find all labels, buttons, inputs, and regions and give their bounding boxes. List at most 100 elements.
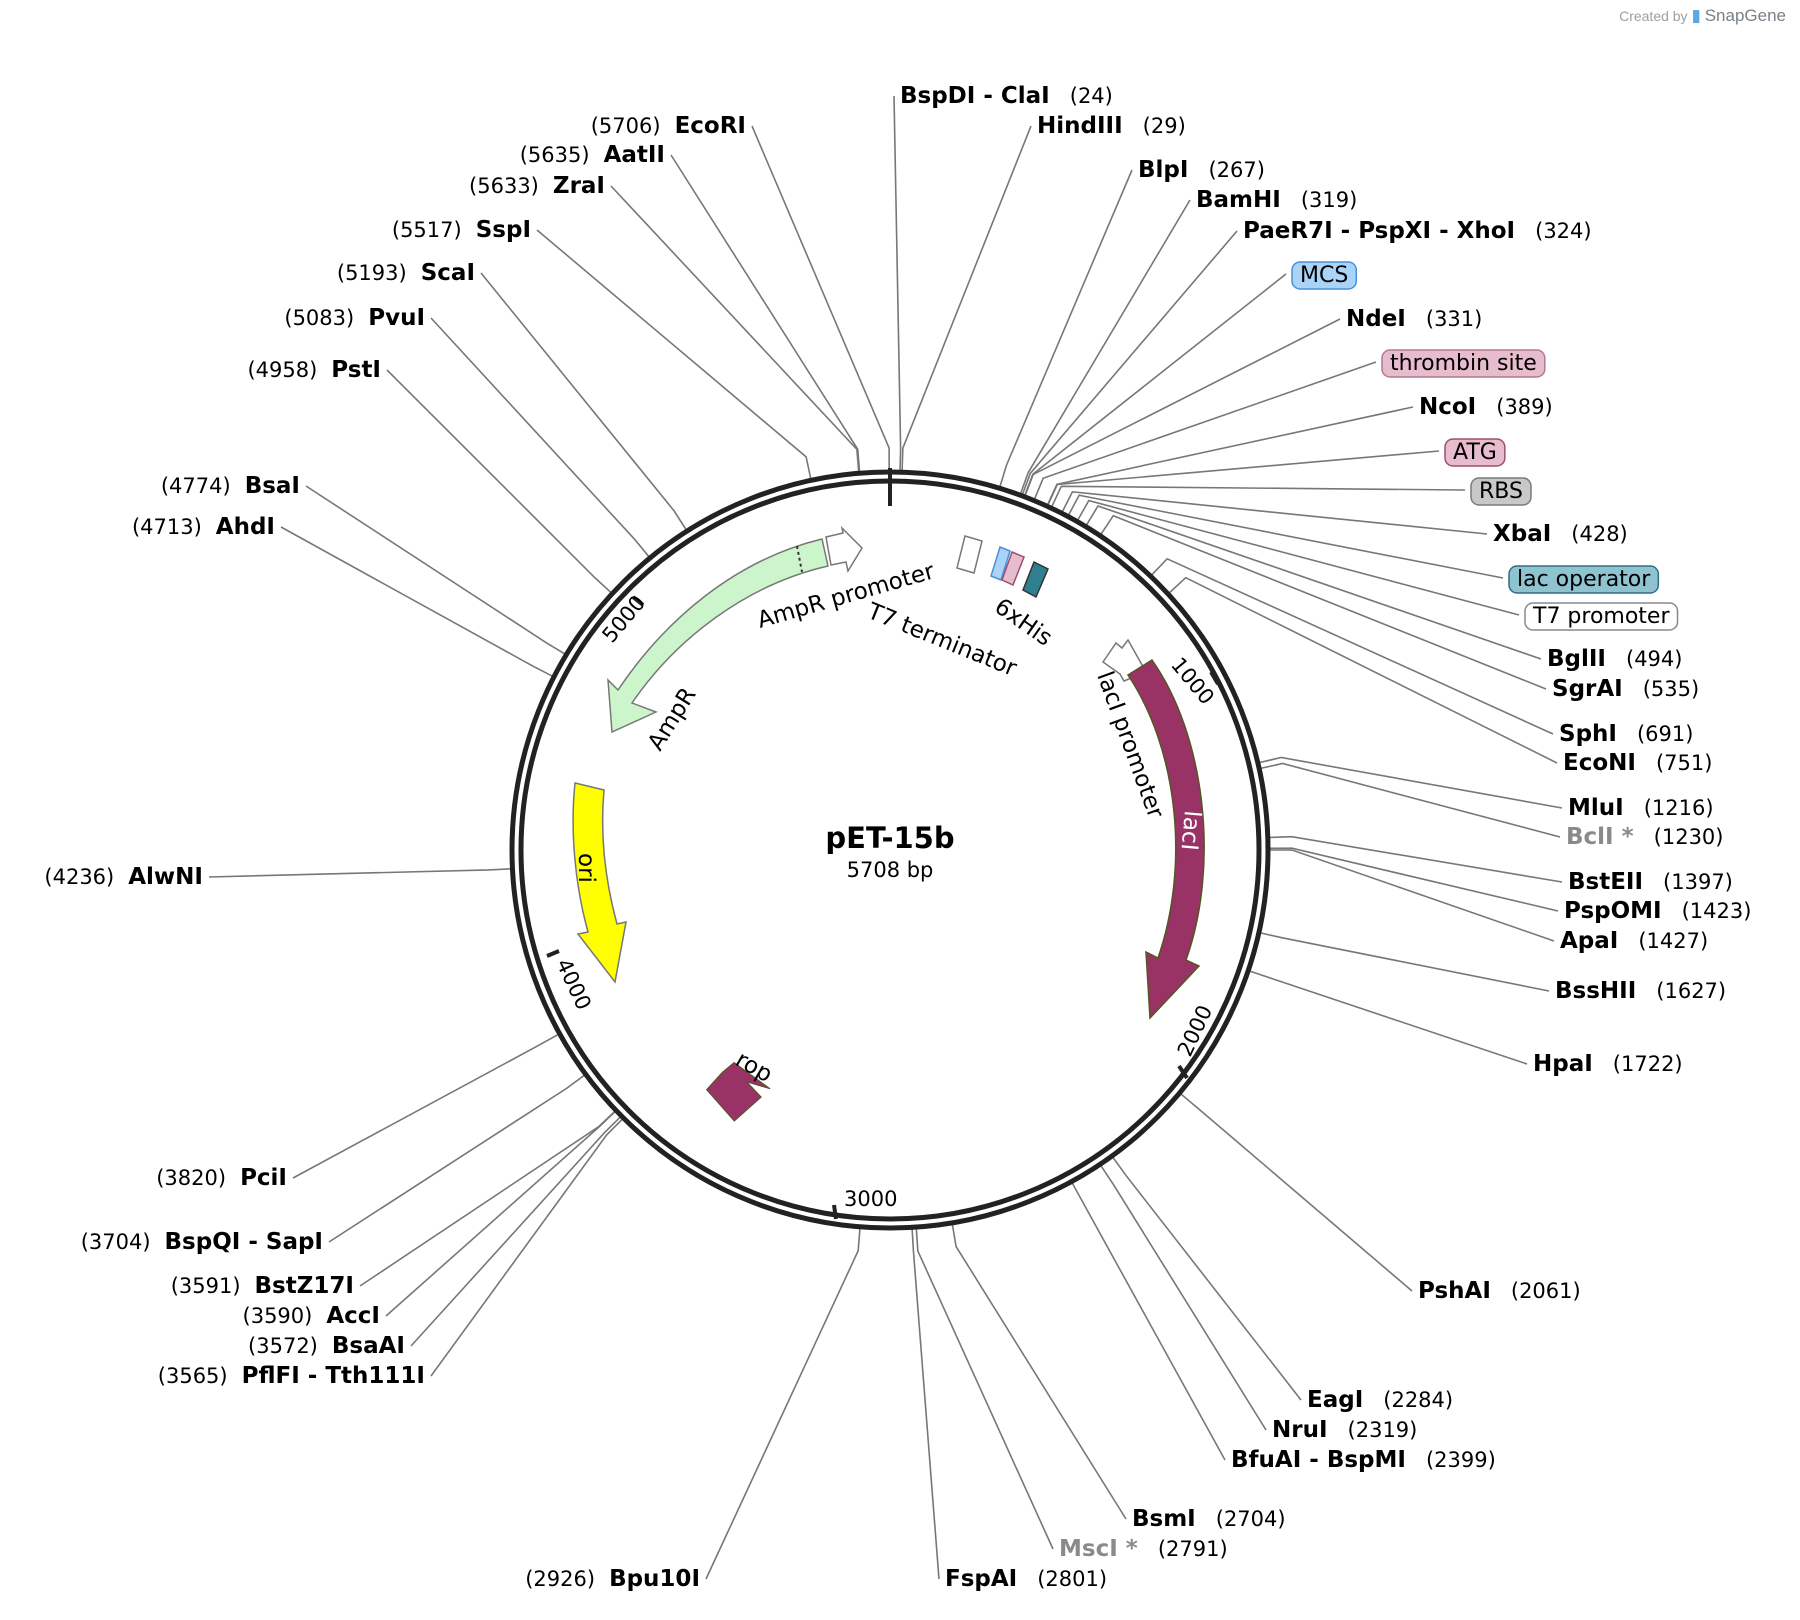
leader-line xyxy=(1100,1165,1267,1431)
site-name: ZraI xyxy=(553,173,605,199)
restriction-site-labels: BspDI - ClaI(24) HindIII(29) BlpI (267) BamH… xyxy=(44,83,1751,1592)
site-position: (2791) xyxy=(1158,1537,1228,1561)
site-alwni[interactable]: (4236)AlwNI xyxy=(44,864,203,890)
site-position: (428) xyxy=(1571,522,1627,546)
site-psti[interactable]: (4958)PstI xyxy=(247,357,381,383)
leader-line xyxy=(610,185,860,472)
site-name: XbaI xyxy=(1493,521,1551,547)
feature-tag-box xyxy=(1524,602,1679,631)
leader-line xyxy=(1249,970,1528,1065)
site-mlui[interactable]: MluI(1216) xyxy=(1568,795,1714,821)
site-bcli[interactable]: BclI *(1230) xyxy=(1566,824,1724,850)
site-pcii[interactable]: (3820)PciI xyxy=(156,1165,287,1191)
site-name: HindIII xyxy=(1037,113,1123,139)
feature-ori[interactable] xyxy=(572,782,627,984)
site-position: (389) xyxy=(1496,395,1552,419)
leader-line xyxy=(893,95,902,471)
site-blpi[interactable]: BlpI (267) xyxy=(1138,157,1265,183)
site-position: (5517) xyxy=(392,218,462,242)
site-position: (3820) xyxy=(156,1166,226,1190)
site-aatii[interactable]: (5635)AatII xyxy=(520,142,665,168)
site-name: BspDI - ClaI xyxy=(900,83,1050,109)
feature-tag-label: thrombin site xyxy=(1390,351,1537,376)
leader-line xyxy=(1269,835,1563,883)
site-name: BsaI xyxy=(245,473,300,499)
site-bglii[interactable]: BglII(494) xyxy=(1547,646,1682,672)
site-bsmi[interactable]: BsmI(2704) xyxy=(1132,1506,1286,1532)
site-paer7i-pspxi-xhoi[interactable]: PaeR7I - PspXI - XhoI(324) xyxy=(1243,218,1592,244)
site-ndei[interactable]: NdeI(331) xyxy=(1346,306,1482,332)
site-bsshii[interactable]: BssHII(1627) xyxy=(1555,978,1726,1004)
tick-mark-3000 xyxy=(832,1204,838,1220)
site-bsteii[interactable]: BstEII(1397) xyxy=(1568,869,1733,895)
leader-line xyxy=(1112,1157,1302,1401)
feature-ampr[interactable] xyxy=(607,538,829,734)
feature-tag-t7-promoter[interactable]: T7 promoter xyxy=(1524,602,1679,631)
site-fspai[interactable]: FspAI(2801) xyxy=(945,1566,1107,1592)
site-msci[interactable]: MscI *(2791) xyxy=(1059,1536,1228,1562)
site-pvui[interactable]: (5083)PvuI xyxy=(284,305,425,331)
site-name: BfuAI - BspMI xyxy=(1231,1447,1406,1473)
site-sgrai[interactable]: SgrAI(535) xyxy=(1552,676,1699,702)
leader-line xyxy=(305,485,566,655)
site-econi[interactable]: EcoNI(751) xyxy=(1563,750,1712,776)
site-sspi[interactable]: (5517)SspI xyxy=(392,217,531,243)
site-name: BlpI xyxy=(1138,157,1188,183)
site-position: (1423) xyxy=(1682,899,1752,923)
site-xbai[interactable]: XbaI (428) xyxy=(1493,521,1628,547)
leader-line xyxy=(536,229,812,479)
leader-line xyxy=(292,1033,559,1179)
feature-tag-lac-operator[interactable]: lac operator xyxy=(1508,565,1660,594)
site-name: BspQI - SapI xyxy=(165,1229,323,1255)
leader-line xyxy=(1259,756,1563,809)
site-ncoi[interactable]: NcoI(389) xyxy=(1419,394,1553,420)
site-acci[interactable]: (3590)AccI xyxy=(243,1303,380,1329)
site-position: (267) xyxy=(1208,158,1264,182)
site-hindiii[interactable]: HindIII(29) xyxy=(1037,113,1186,139)
site-pspomi[interactable]: PspOMI(1423) xyxy=(1564,898,1751,924)
site-ahdi[interactable]: (4713)AhdI xyxy=(132,514,275,540)
site-bstz17i[interactable]: (3591)BstZ17I xyxy=(171,1273,354,1299)
site-name: EcoNI xyxy=(1563,750,1636,776)
site-nrui[interactable]: NruI(2319) xyxy=(1272,1417,1417,1443)
leader-line xyxy=(430,317,650,557)
site-apai[interactable]: ApaI(1427) xyxy=(1560,928,1708,954)
site-scai[interactable]: (5193)ScaI xyxy=(337,260,475,286)
site-name: SgrAI xyxy=(1552,676,1623,702)
feature-tag-thrombin-site[interactable]: thrombin site xyxy=(1381,349,1546,378)
leader-line xyxy=(705,1228,861,1580)
site-sphi[interactable]: SphI(691) xyxy=(1559,721,1693,747)
site-name: ScaI xyxy=(421,260,475,286)
feature-6xhis[interactable] xyxy=(1022,560,1049,599)
site-ecori[interactable]: (5706)EcoRI xyxy=(591,113,746,139)
site-position: (4236) xyxy=(44,865,114,889)
site-bspdi-clai[interactable]: BspDI - ClaI(24) xyxy=(900,83,1113,109)
site-bsai[interactable]: (4774)BsaI xyxy=(161,473,300,499)
feature-t7-terminator[interactable] xyxy=(956,535,983,574)
site-name: AhdI xyxy=(216,514,275,540)
label-ampr: AmpR xyxy=(643,683,701,755)
feature-tag-rbs[interactable]: RBS xyxy=(1470,477,1532,506)
feature-ampr-promoter[interactable] xyxy=(825,525,863,573)
site-pflfi-tth111i[interactable]: (3565)PflFI - Tth111I xyxy=(158,1363,425,1389)
site-name: BclI * xyxy=(1566,824,1634,850)
site-position: (5706) xyxy=(591,114,661,138)
leader-line xyxy=(911,1229,940,1580)
site-eagi[interactable]: EagI(2284) xyxy=(1307,1387,1453,1413)
leader-line xyxy=(1260,932,1550,992)
site-pshai[interactable]: PshAI(2061) xyxy=(1418,1278,1581,1304)
feature-laci[interactable] xyxy=(1126,658,1205,1020)
site-position: (5635) xyxy=(520,143,590,167)
feature-tag-label: RBS xyxy=(1479,479,1523,504)
feature-tag-mcs[interactable]: MCS xyxy=(1291,261,1358,290)
site-bamhi[interactable]: BamHI(319) xyxy=(1196,187,1357,213)
site-hpai[interactable]: HpaI(1722) xyxy=(1533,1051,1683,1077)
feature-tag-atg[interactable]: ATG xyxy=(1444,438,1506,467)
site-bfuai-bspmi[interactable]: BfuAI - BspMI(2399) xyxy=(1231,1447,1496,1473)
site-zrai[interactable]: (5633)ZraI xyxy=(469,173,605,199)
leader-line xyxy=(1151,557,1554,735)
site-bspqi-sapi[interactable]: (3704)BspQI - SapI xyxy=(81,1229,323,1255)
feature-rop[interactable] xyxy=(703,1058,773,1124)
site-bpu10i[interactable]: (2926)Bpu10I xyxy=(525,1566,700,1592)
site-bsaai[interactable]: (3572)BsaAI xyxy=(248,1333,405,1359)
